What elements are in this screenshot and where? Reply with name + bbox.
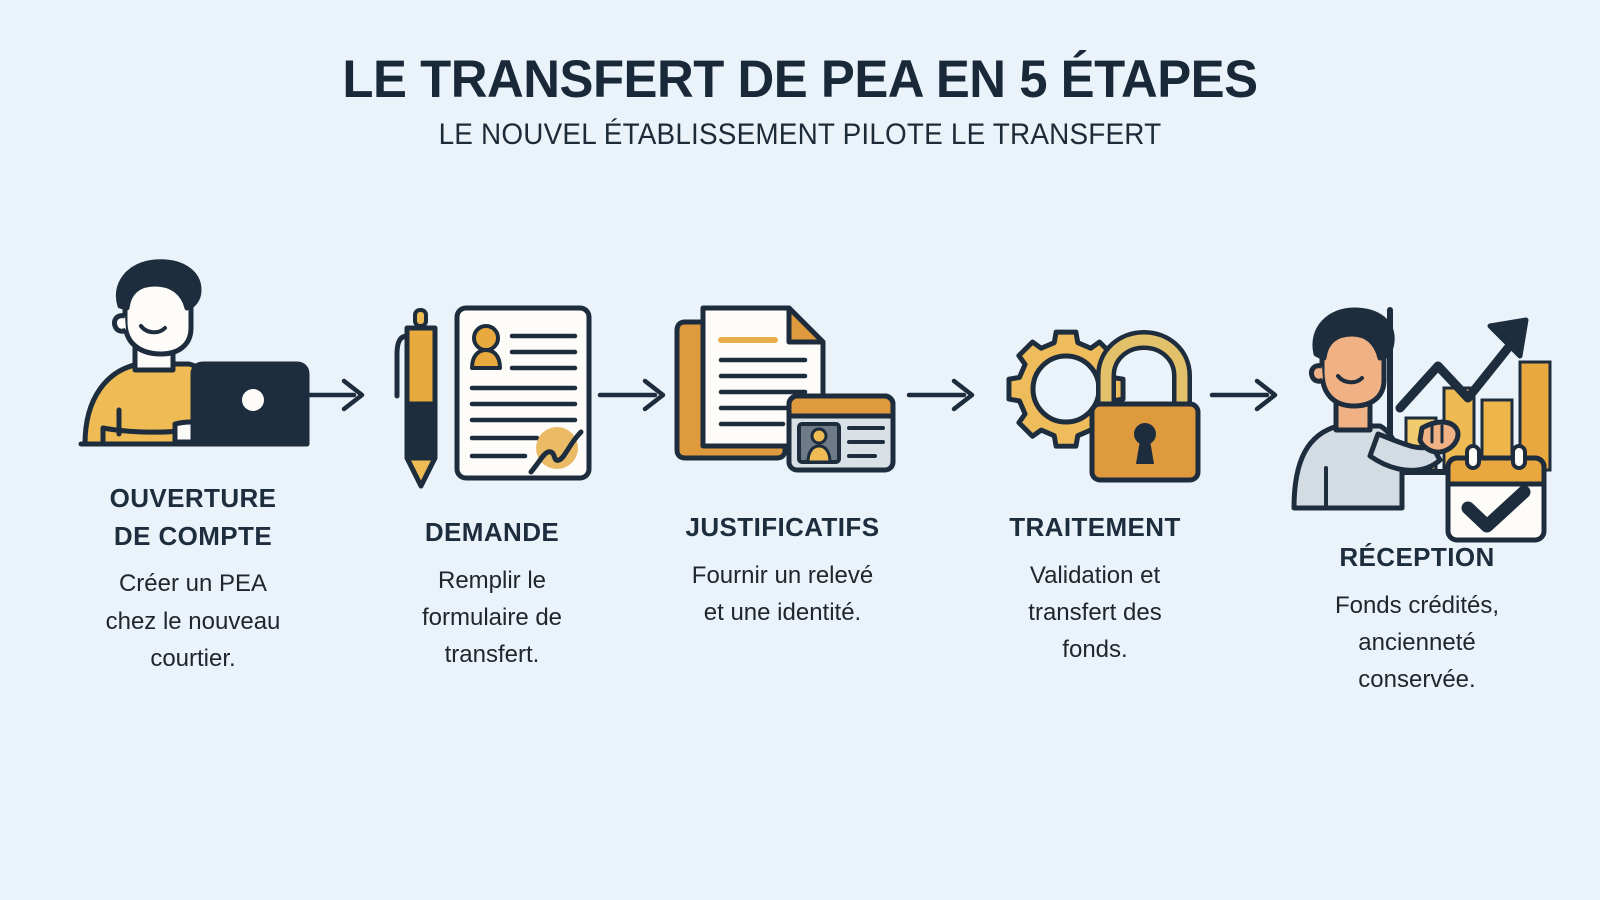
step-1-ouverture-de-compte: OUVERTURE DE COMPTE Créer un PEA chez le… <box>38 258 348 677</box>
step-5-title: RÉCEPTION <box>1339 542 1495 572</box>
padlock-icon <box>1089 329 1200 483</box>
page-subtitle: LE NOUVEL ÉTABLISSEMENT PILOTE LE TRANSF… <box>438 118 1162 152</box>
pen-glyph <box>394 308 437 489</box>
page-title: LE TRANSFERT DE PEA EN 5 ÉTAPES <box>342 50 1258 109</box>
step-4-title: TRAITEMENT <box>1009 512 1181 542</box>
arrow-right-icon-3 <box>906 375 978 420</box>
step-3-justificatifs: JUSTIFICATIFS Fournir un relevé et une i… <box>640 300 925 631</box>
step-5-reception: RÉCEPTION Fonds crédités, ancienneté con… <box>1252 300 1582 698</box>
arrow-right-icon-1 <box>296 375 368 420</box>
step-1-description: Créer un PEA chez le nouveau courtier. <box>105 570 281 672</box>
person-with-growth-chart-icon <box>1252 300 1582 543</box>
documents-and-id-card-icon <box>640 300 925 485</box>
step-2-title: DEMANDE <box>424 517 560 547</box>
header: LE TRANSFERT DE PEA EN 5 ÉTAPES LE NOUVE… <box>0 50 1600 152</box>
step-3-title: JUSTIFICATIFS <box>685 512 880 542</box>
presenter-person-glyph <box>1291 307 1461 511</box>
step-3-description: Fournir un relevé et une identité. <box>691 561 874 626</box>
calendar-check-icon <box>1445 444 1547 543</box>
pen-and-form-icon <box>372 300 612 490</box>
id-card-glyph <box>786 393 896 473</box>
step-1-title: OUVERTURE DE COMPTE <box>109 483 277 551</box>
step-2-demande: DEMANDE Remplir le formulaire de transfe… <box>372 300 612 673</box>
step-4-description: Validation et transfert des fonds. <box>1028 561 1162 664</box>
step-2-description: Remplir le formulaire de transfert. <box>421 566 563 669</box>
step-5-description: Fonds crédités, ancienneté conservée. <box>1334 591 1500 694</box>
gear-and-padlock-icon <box>955 300 1235 485</box>
step-4-traitement: TRAITEMENT Validation et transfert des f… <box>955 300 1235 668</box>
arrow-right-icon-4 <box>1209 375 1281 420</box>
person-at-laptop-icon <box>38 258 348 458</box>
arrow-right-icon-2 <box>597 375 669 420</box>
form-sheet-glyph <box>454 305 591 481</box>
